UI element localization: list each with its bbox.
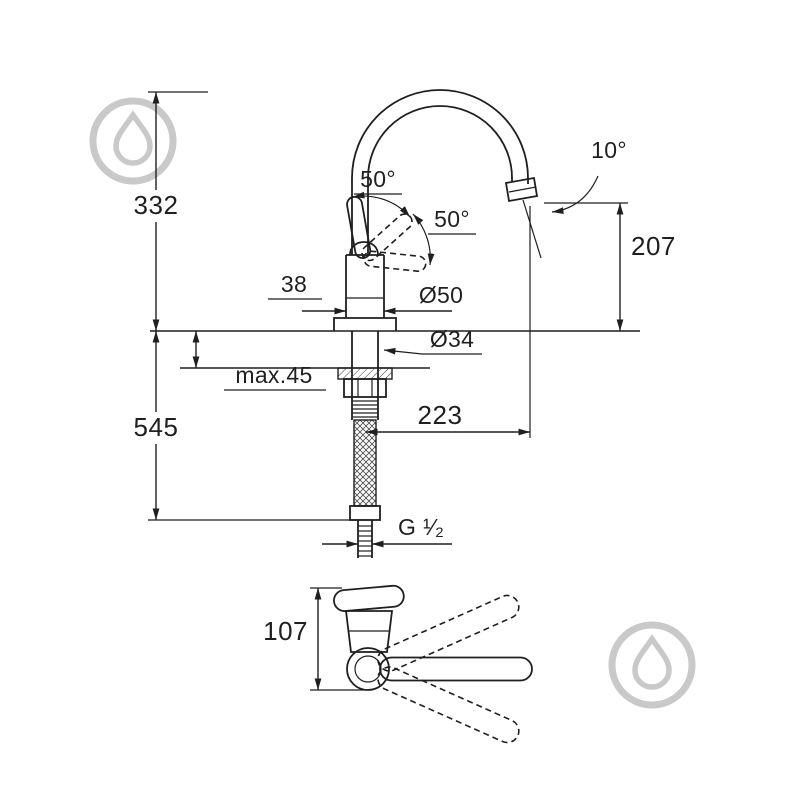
dim-shank-diameter-group: Ø34 bbox=[383, 326, 482, 355]
mounting-section bbox=[150, 330, 640, 558]
dim-total-height-group: 332 bbox=[126, 91, 208, 331]
dim-lever-swing-upper-group: 50° bbox=[352, 166, 411, 218]
drop-icon bbox=[632, 634, 672, 690]
front-spout-swivel-up bbox=[377, 594, 520, 672]
dim-spout-reach-group: 223 bbox=[366, 206, 531, 438]
dim-thread-group: G ¹⁄₂ bbox=[322, 514, 452, 548]
dim-lever-swing-side-group: 50° bbox=[412, 206, 476, 266]
dim-outlet-height: 207 bbox=[631, 231, 676, 261]
mounting-washer bbox=[337, 367, 393, 380]
spout-outer-edge bbox=[351, 89, 529, 255]
dim-front-height-group: 107 bbox=[263, 587, 366, 691]
front-spout bbox=[379, 656, 533, 682]
base-plate bbox=[333, 317, 397, 331]
label-background bbox=[126, 190, 186, 222]
dim-max-deck-group: max.45 bbox=[192, 331, 326, 391]
dim-outlet-angle-group: 10° bbox=[551, 137, 627, 214]
logo-circle bbox=[89, 97, 177, 185]
dim-spout-reach: 223 bbox=[418, 400, 463, 430]
front-handle-housing bbox=[344, 610, 394, 653]
watermark-drop-logo-bottom-right bbox=[608, 621, 696, 709]
mounting-nut bbox=[343, 378, 387, 398]
dim-front-height: 107 bbox=[263, 616, 308, 646]
dim-body-width-group: 38 bbox=[268, 271, 452, 315]
dim-shank-diameter: Ø34 bbox=[430, 326, 474, 352]
angle-arc bbox=[412, 213, 435, 266]
spout-outlet bbox=[504, 176, 539, 203]
dim-lever-swing-upper: 50° bbox=[360, 166, 396, 192]
label-background bbox=[126, 412, 186, 444]
spout-inner-edge bbox=[367, 105, 513, 255]
front-lever-handle bbox=[333, 584, 405, 612]
outlet-axis-line bbox=[522, 199, 542, 259]
shank-threads bbox=[352, 400, 378, 418]
dim-lever-swing-side: 50° bbox=[434, 206, 470, 232]
front-base-inner-circle bbox=[354, 655, 382, 683]
dim-base-diameter: Ø50 bbox=[419, 282, 463, 308]
dim-below-deck-group: 545 bbox=[126, 331, 372, 521]
dim-outlet-angle: 10° bbox=[591, 137, 627, 163]
angle-arc bbox=[352, 191, 411, 218]
front-spout-swivel-down bbox=[377, 666, 520, 744]
drop-icon bbox=[113, 110, 153, 166]
stub-threads bbox=[358, 525, 372, 557]
dim-body-width: 38 bbox=[281, 271, 307, 297]
lever-handle-side-position bbox=[363, 250, 427, 272]
outlet-aerator-line bbox=[508, 186, 537, 193]
logo-circle bbox=[608, 621, 696, 709]
angle-arc bbox=[551, 175, 599, 214]
dim-max-deck: max.45 bbox=[235, 362, 312, 388]
leader-line bbox=[383, 347, 423, 355]
front-base-outer-circle bbox=[346, 647, 390, 691]
dimensions: 332 545 38 Ø50 Ø34 max.45 bbox=[126, 91, 676, 691]
lever-dome bbox=[349, 241, 379, 256]
dim-total-height: 332 bbox=[134, 190, 179, 220]
dim-below-deck: 545 bbox=[134, 412, 179, 442]
watermark-drop-logo-top-left bbox=[89, 97, 177, 185]
flexible-hose bbox=[353, 419, 377, 507]
dim-outlet-height-group: 207 bbox=[544, 202, 676, 331]
dim-thread: G ¹⁄₂ bbox=[398, 514, 444, 540]
front-view bbox=[333, 584, 533, 744]
hose-end-fitting bbox=[349, 505, 381, 521]
